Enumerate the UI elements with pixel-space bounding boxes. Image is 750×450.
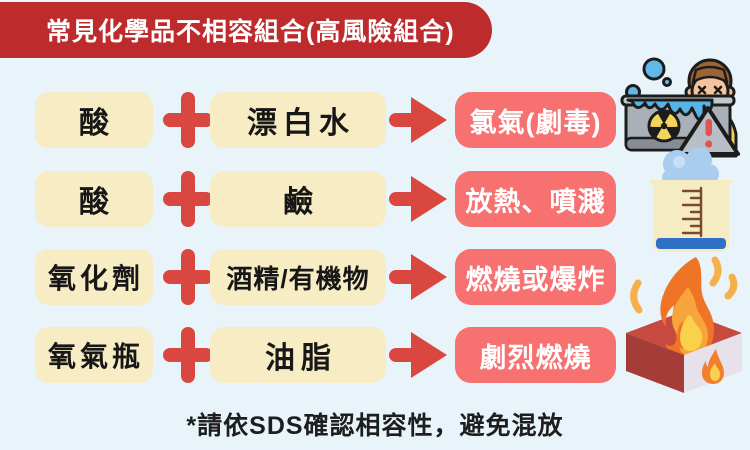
chemical-b-box: 鹼 — [210, 171, 386, 227]
burning-box-icon — [626, 256, 742, 393]
plus-icon — [163, 249, 213, 305]
hazard-result-box: 氯氣(劇毒) — [455, 92, 616, 148]
sds-note: *請依SDS確認相容性，避免混放 — [186, 412, 564, 440]
arrow-right-icon — [389, 176, 447, 222]
smoking-beaker-icon — [649, 148, 733, 252]
arrow-right-icon — [389, 254, 447, 300]
chemical-a-box: 氧氣瓶 — [35, 327, 153, 383]
toxic-exposure-icon — [620, 57, 740, 158]
arrow-right-icon — [389, 332, 447, 378]
chemical-b-box: 油脂 — [210, 327, 386, 383]
hazard-result-box: 放熱、噴濺 — [455, 171, 616, 227]
arrow-right-icon — [389, 97, 447, 143]
page-title: 常見化學品不相容組合(高風險組合) — [0, 2, 492, 58]
chemical-a-box: 酸 — [35, 92, 153, 148]
hazard-result-box: 劇烈燃燒 — [455, 327, 616, 383]
chemical-a-box: 酸 — [35, 171, 153, 227]
chemical-b-box: 漂白水 — [210, 92, 386, 148]
hazard-result-box: 燃燒或爆炸 — [455, 249, 616, 305]
combination-row: 酸 漂白水 氯氣(劇毒) — [0, 92, 750, 148]
plus-icon — [163, 92, 213, 148]
chemical-b-box: 酒精/有機物 — [210, 249, 386, 305]
plus-icon — [163, 171, 213, 227]
combination-row: 酸 鹼 放熱、噴濺 — [0, 171, 750, 227]
plus-icon — [163, 327, 213, 383]
chemical-a-box: 氧化劑 — [35, 249, 153, 305]
combination-row: 氧氣瓶 油脂 劇烈燃燒 — [0, 327, 750, 383]
combination-row: 氧化劑 酒精/有機物 燃燒或爆炸 — [0, 249, 750, 305]
